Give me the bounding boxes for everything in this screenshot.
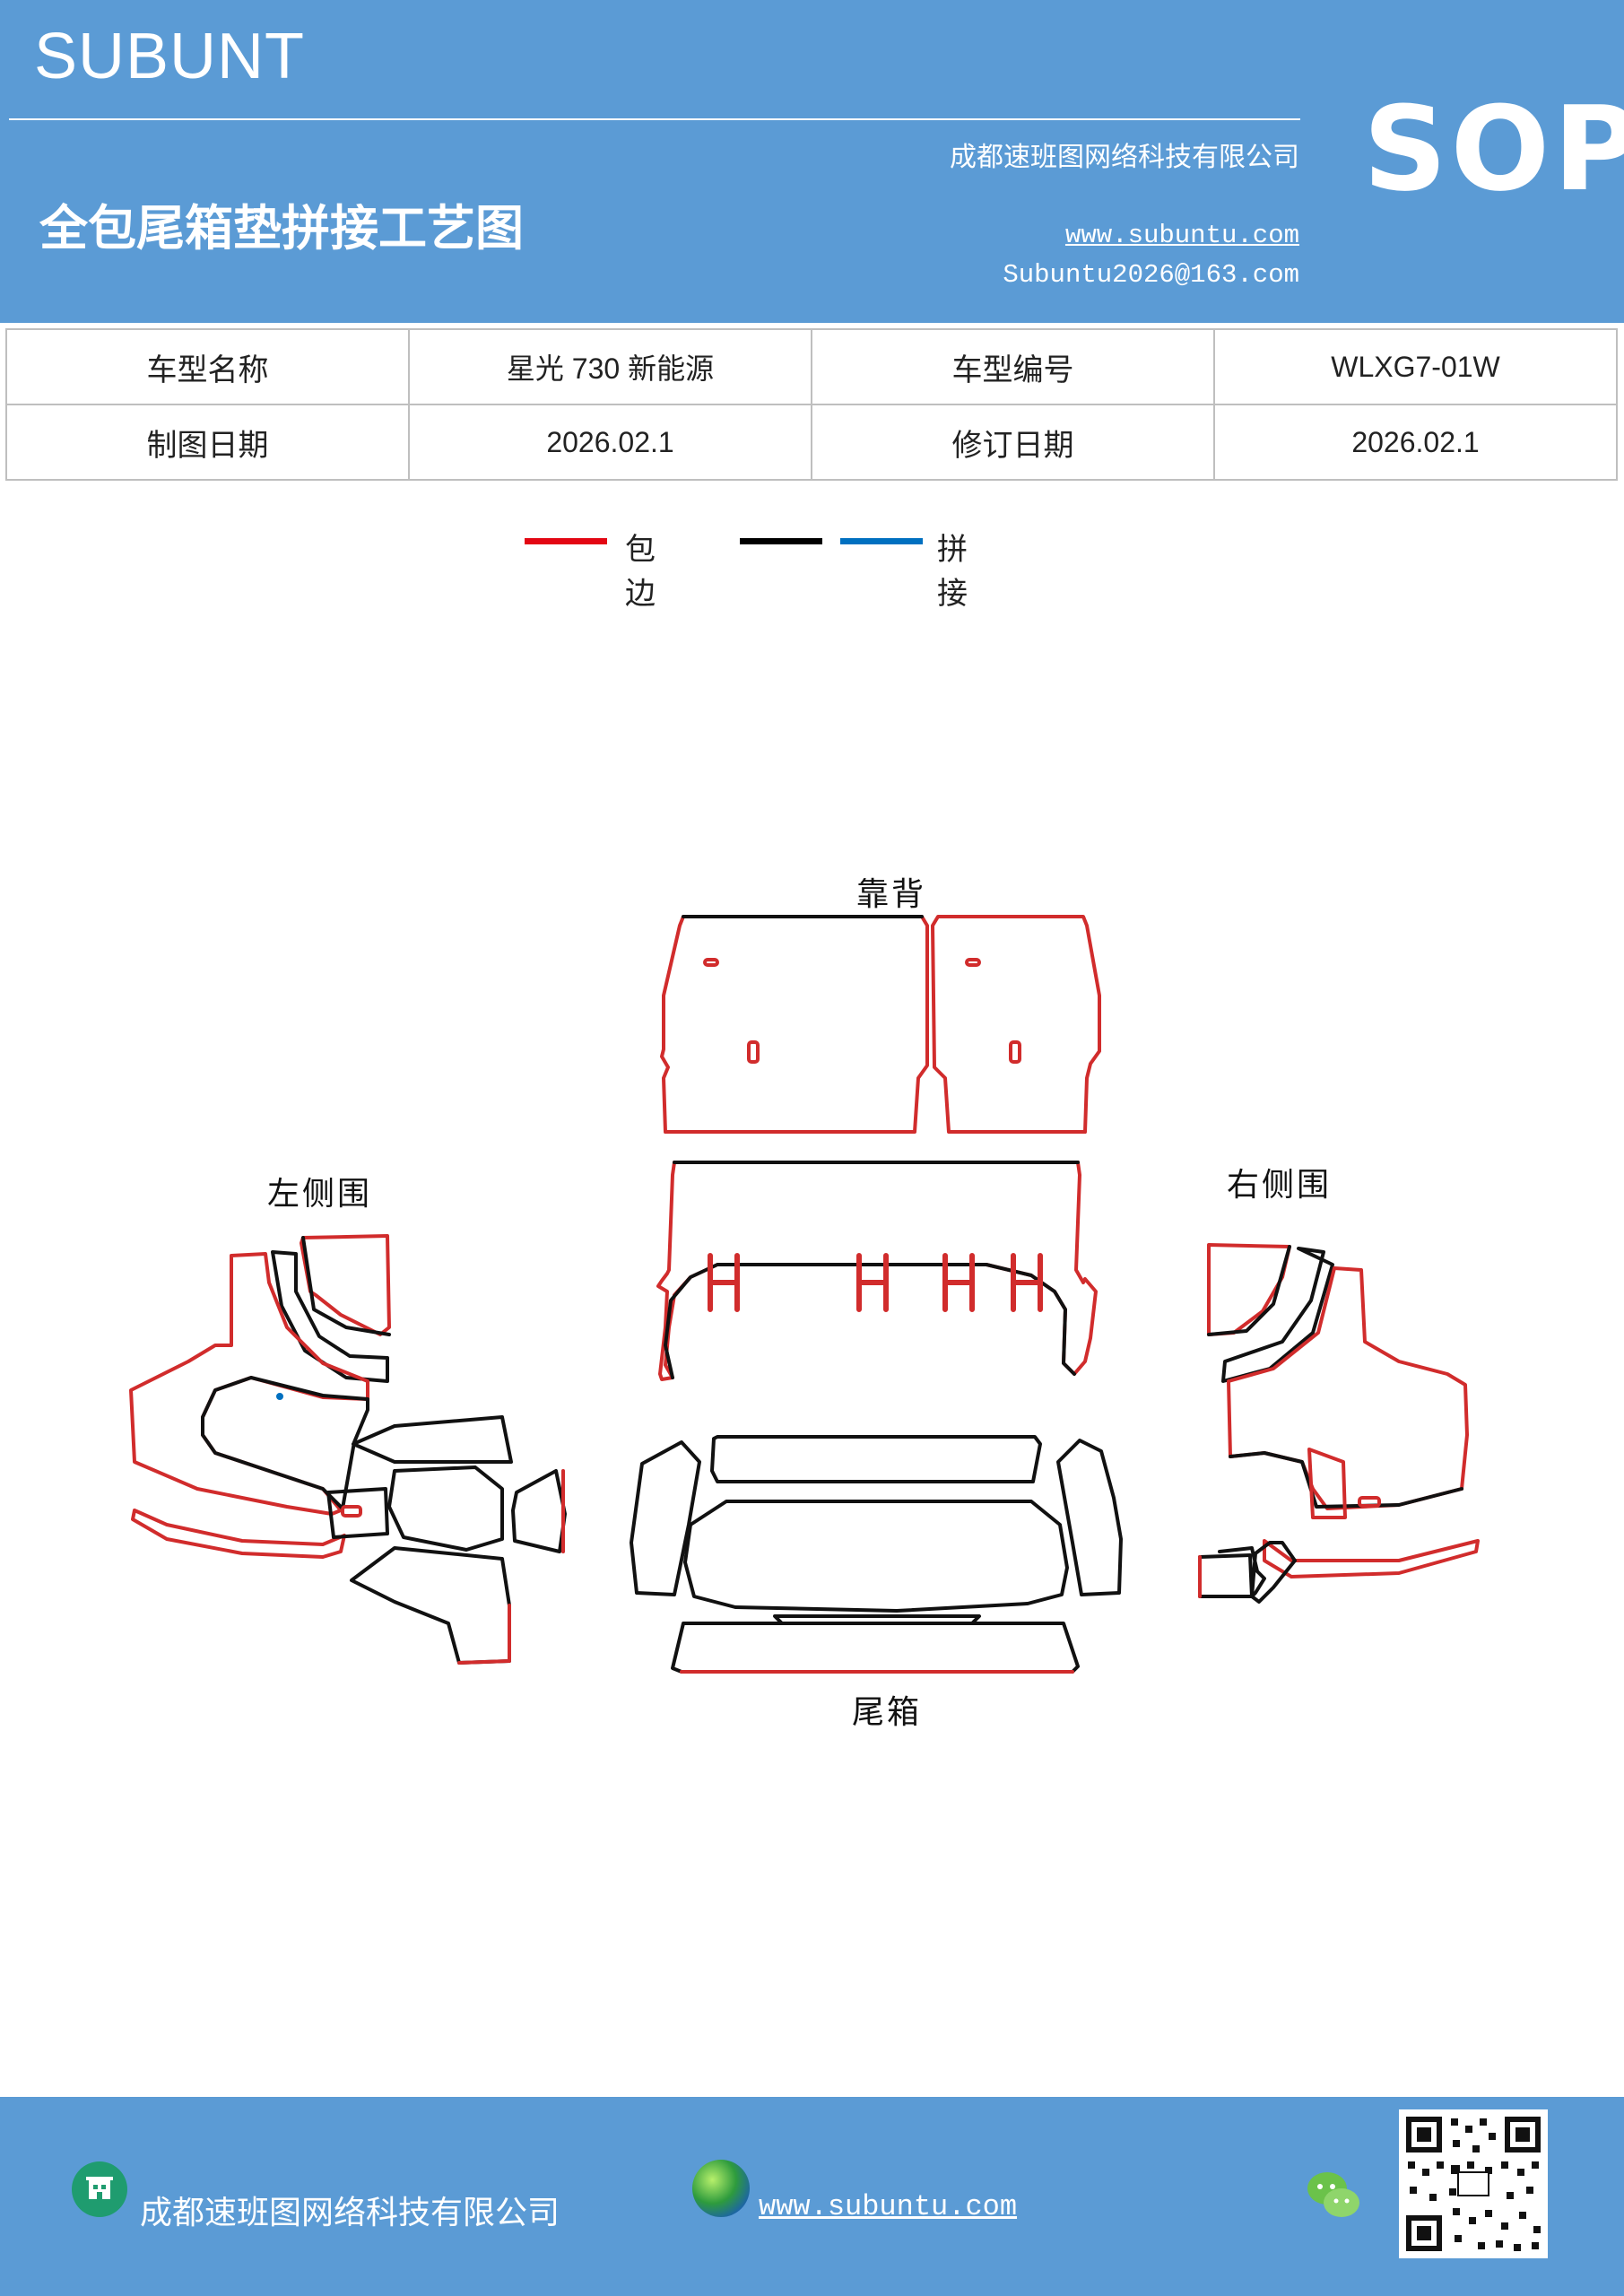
legend-swatch-black: [740, 538, 822, 544]
header-company: 成都速班图网络科技有限公司: [950, 142, 1299, 173]
label-backrest: 靠背: [856, 876, 927, 913]
right-side-upper-seam: [1207, 1245, 1291, 1336]
left-arch-bottom: [350, 1546, 511, 1665]
left-arch-bottom-edge: [457, 1604, 511, 1665]
table-cell: 制图日期: [5, 404, 410, 481]
table-cell: 车型编号: [811, 328, 1215, 405]
qr-code[interactable]: [1399, 2109, 1548, 2258]
table-cell: 星光 730 新能源: [408, 328, 812, 405]
backrest-left-hole: [747, 1040, 760, 1064]
left-arch-center: [387, 1465, 504, 1552]
footer-banner: 成都速班图网络科技有限公司 www.subuntu.com: [0, 2097, 1624, 2296]
table-row: 制图日期 2026.02.1 修订日期 2026.02.1: [5, 404, 1618, 481]
document-title: 全包尾箱垫拼接工艺图: [39, 199, 524, 257]
table-cell: 修订日期: [811, 404, 1215, 481]
right-side-main: [1227, 1266, 1469, 1510]
trunk-floor-inner-seam: [664, 1263, 1076, 1379]
footer-website-link[interactable]: www.subuntu.com: [759, 2190, 1018, 2223]
label-trunk: 尾箱: [852, 1694, 923, 1731]
left-arch-right: [511, 1469, 567, 1553]
left-side-dot: [276, 1393, 283, 1400]
header-banner: SUBUNT 全包尾箱垫拼接工艺图 成都速班图网络科技有限公司 www.subu…: [0, 0, 1624, 323]
pattern-drawing: [129, 915, 1480, 1674]
left-arch-top: [352, 1415, 513, 1464]
building-icon: [72, 2161, 127, 2217]
legend-label: 拼接: [937, 532, 968, 612]
wechat-icon: [1302, 2167, 1365, 2224]
left-arch-slot: [341, 1505, 362, 1518]
left-side-bottom-strip: [131, 1509, 346, 1559]
table-cell: WLXG7-01W: [1213, 328, 1618, 405]
h-markers: [708, 1253, 1043, 1312]
trunk-well: [683, 1500, 1069, 1613]
sop-badge: SOP: [1363, 81, 1624, 217]
trunk-well-top: [710, 1435, 1042, 1483]
table-cell: 2026.02.1: [1213, 404, 1618, 481]
header-website-link[interactable]: www.subuntu.com: [1064, 221, 1299, 250]
right-side-slot: [1358, 1496, 1381, 1508]
table-cell: 车型名称: [5, 328, 410, 405]
right-side-arc: [1221, 1247, 1334, 1383]
left-side-upper: [300, 1234, 391, 1336]
backrest-right-hole: [1009, 1040, 1021, 1064]
right-side-window: [1307, 1448, 1347, 1519]
footer-company: 成都速班图网络科技有限公司: [140, 2195, 560, 2231]
left-side-inner: [201, 1376, 369, 1510]
globe-icon: [692, 2160, 750, 2217]
backrest-left-panel: [660, 915, 929, 1134]
legend-swatch-red: [525, 538, 607, 544]
brand-name: SUBUNT: [34, 21, 306, 92]
table-cell: 2026.02.1: [408, 404, 812, 481]
backrest-left-slot: [703, 958, 719, 967]
backrest-right-slot: [965, 958, 981, 967]
right-side-bottom-strip: [1263, 1539, 1480, 1578]
backrest-right-panel: [931, 915, 1101, 1134]
mat-pattern-diagram: 靠背 左侧围 右侧围 尾箱: [0, 843, 1624, 1740]
trunk-lip-notch: [773, 1614, 981, 1625]
trunk-floor-panel: [656, 1161, 1098, 1381]
vehicle-info-table: 车型名称 星光 730 新能源 车型编号 WLXG7-01W 制图日期 2026…: [5, 328, 1618, 481]
table-row: 车型名称 星光 730 新能源 车型编号 WLXG7-01W: [5, 328, 1618, 405]
header-divider: [9, 118, 1300, 120]
legend-swatch-blue: [840, 538, 923, 544]
trunk-right-flap: [1056, 1439, 1123, 1596]
header-email[interactable]: Subuntu2026@163.com: [1003, 260, 1299, 290]
left-side-upper-seam: [301, 1236, 391, 1336]
legend-label: 包边: [625, 532, 656, 612]
trunk-left-flap: [630, 1440, 701, 1596]
right-side-inner-seam: [1229, 1451, 1463, 1509]
label-right-side: 右侧围: [1227, 1167, 1333, 1204]
left-side-main: [129, 1252, 369, 1516]
trunk-lip: [671, 1622, 1080, 1674]
left-arch-tab: [326, 1487, 389, 1539]
label-left-side: 左侧围: [267, 1176, 373, 1213]
